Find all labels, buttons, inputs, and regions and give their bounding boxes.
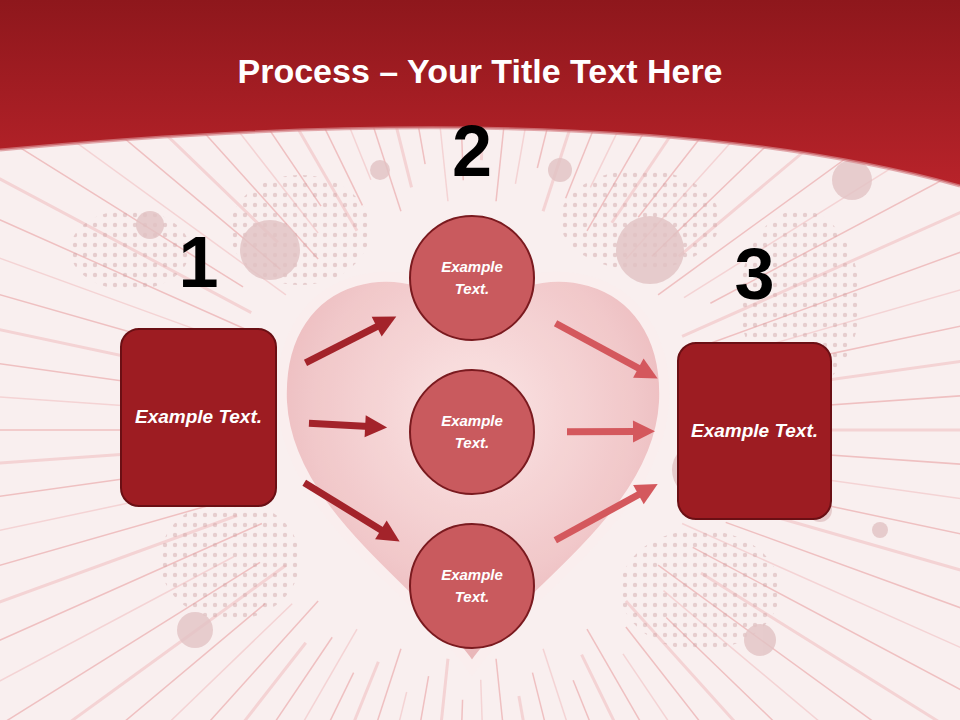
ray-stroke [399, 659, 448, 720]
arrow-head [372, 317, 397, 337]
ray-stroke [165, 673, 353, 720]
step-text: Example Text. [433, 410, 511, 455]
step-text: Example Text. [433, 564, 511, 609]
slide-title: Process – Your Title Text Here [0, 52, 960, 91]
ray-stroke [210, 662, 379, 720]
process-circle: Example Text. [409, 369, 535, 495]
ray-stroke [496, 659, 545, 720]
shape-outline [409, 369, 535, 495]
arrow-shaft [304, 483, 384, 532]
ray-stroke [543, 649, 688, 720]
ray-stroke [0, 191, 218, 338]
flow-arrow [567, 420, 655, 442]
ray-stroke [582, 655, 779, 720]
ray-stroke [448, 700, 463, 720]
flow-arrow [556, 323, 658, 378]
shape-outline [409, 523, 535, 649]
flow-arrow [309, 415, 387, 437]
flow-arrow [555, 484, 657, 540]
step-number: 2 [452, 115, 492, 187]
ray-stroke [532, 673, 641, 720]
flow-arrow [304, 483, 399, 542]
ray-stroke [573, 680, 734, 720]
step-text: Example Text. [433, 256, 511, 301]
step-number: 3 [734, 238, 774, 310]
shape-fill [410, 370, 534, 494]
shape-fill [678, 343, 831, 519]
shape-outline [409, 215, 535, 341]
arrow-shaft [309, 423, 369, 426]
ray-stroke [4, 601, 318, 720]
ray-stroke [0, 604, 265, 720]
shape-fill [410, 524, 534, 648]
halftone-splash [70, 170, 860, 650]
shape-fill [410, 216, 534, 340]
process-circle: Example Text. [409, 523, 535, 649]
arrow-shaft [556, 323, 642, 370]
process-box: 1Example Text. [120, 328, 277, 507]
header-band [0, 0, 960, 186]
arrow-head [633, 484, 658, 504]
flow-arrow [306, 317, 397, 363]
ray-stroke [81, 637, 333, 720]
ray-stroke [519, 696, 594, 720]
step-text: Example Text. [135, 403, 262, 432]
step-number: 1 [178, 226, 218, 298]
ray-stroke [623, 654, 863, 720]
arrow-shaft [567, 428, 637, 435]
ray-stroke [122, 629, 357, 720]
arrow-shaft [555, 493, 642, 541]
ray-stroke [256, 649, 401, 720]
step-text: Example Text. [691, 417, 818, 446]
ray-stroke [481, 680, 497, 720]
arrow-head [633, 420, 655, 442]
process-box: 3Example Text. [677, 342, 832, 520]
shape-fill [121, 329, 276, 506]
arrow-shaft [306, 325, 381, 363]
arrow-head [633, 358, 658, 378]
process-circle: 2Example Text. [409, 215, 535, 341]
arrow-head [365, 415, 388, 437]
arrow-head [375, 521, 400, 542]
ray-stroke [0, 145, 262, 336]
